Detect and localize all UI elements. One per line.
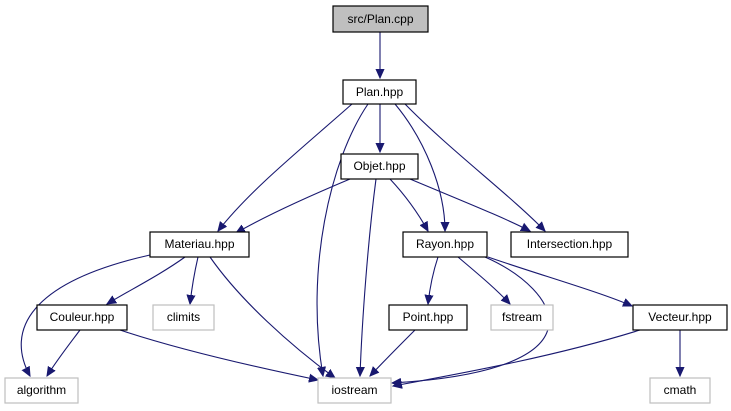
edge-rayon-hpp-to-point-hpp	[428, 256, 439, 304]
node-label: src/Plan.cpp	[347, 12, 413, 26]
node-climits[interactable]: climits	[152, 304, 215, 331]
edge-materiau-hpp-to-climits	[190, 256, 199, 304]
node-label: Objet.hpp	[353, 159, 405, 173]
edge-objet-hpp-to-rayon-hpp	[389, 178, 428, 231]
node-label: climits	[167, 310, 200, 324]
node-vecteur-hpp[interactable]: Vecteur.hpp	[632, 304, 728, 331]
node-plan-cpp[interactable]: src/Plan.cpp	[332, 5, 429, 33]
node-algorithm[interactable]: algorithm	[4, 377, 79, 404]
node-label: Rayon.hpp	[416, 237, 474, 251]
node-label: Plan.hpp	[356, 85, 404, 99]
node-label: cmath	[664, 383, 697, 397]
node-label: fstream	[502, 310, 542, 324]
edge-point-hpp-to-iostream	[370, 329, 416, 376]
edge-materiau-hpp-to-iostream	[209, 256, 335, 378]
edge-couleur-hpp-to-iostream	[119, 329, 318, 380]
nodes: src/Plan.cpp Plan.hpp Objet.hpp Materiau…	[4, 5, 728, 404]
edge-plan-hpp-to-iostream	[316, 103, 369, 376]
node-point-hpp[interactable]: Point.hpp	[388, 304, 468, 331]
node-rayon-hpp[interactable]: Rayon.hpp	[402, 231, 488, 258]
edge-vecteur-hpp-to-iostream	[393, 329, 641, 386]
node-label: Materiau.hpp	[164, 237, 234, 251]
edge-rayon-hpp-to-fstream	[457, 256, 510, 304]
edge-plan-hpp-to-intersection-hpp	[404, 103, 545, 231]
node-plan-hpp[interactable]: Plan.hpp	[342, 79, 417, 105]
edge-plan-hpp-to-rayon-hpp	[394, 103, 445, 231]
node-label: Point.hpp	[403, 310, 454, 324]
node-couleur-hpp[interactable]: Couleur.hpp	[36, 304, 128, 331]
node-label: Intersection.hpp	[527, 237, 613, 251]
node-iostream[interactable]: iostream	[317, 377, 392, 404]
edge-plan-hpp-to-materiau-hpp	[218, 103, 353, 231]
edge-objet-hpp-to-materiau-hpp	[236, 178, 351, 233]
node-label: Vecteur.hpp	[648, 310, 712, 324]
edge-materiau-hpp-to-couleur-hpp	[107, 256, 186, 304]
edge-objet-hpp-to-intersection-hpp	[409, 178, 530, 231]
node-label: iostream	[331, 383, 377, 397]
node-fstream[interactable]: fstream	[490, 304, 554, 331]
node-label: algorithm	[17, 383, 66, 397]
node-objet-hpp[interactable]: Objet.hpp	[340, 153, 419, 180]
edge-materiau-hpp-to-algorithm	[20, 254, 151, 376]
node-label: Couleur.hpp	[50, 310, 115, 324]
node-cmath[interactable]: cmath	[649, 377, 711, 404]
node-materiau-hpp[interactable]: Materiau.hpp	[149, 231, 250, 258]
node-intersection-hpp[interactable]: Intersection.hpp	[510, 231, 629, 258]
edge-rayon-hpp-to-vecteur-hpp	[487, 256, 632, 306]
edge-objet-hpp-to-iostream	[360, 178, 377, 376]
edge-couleur-hpp-to-algorithm	[47, 329, 81, 376]
